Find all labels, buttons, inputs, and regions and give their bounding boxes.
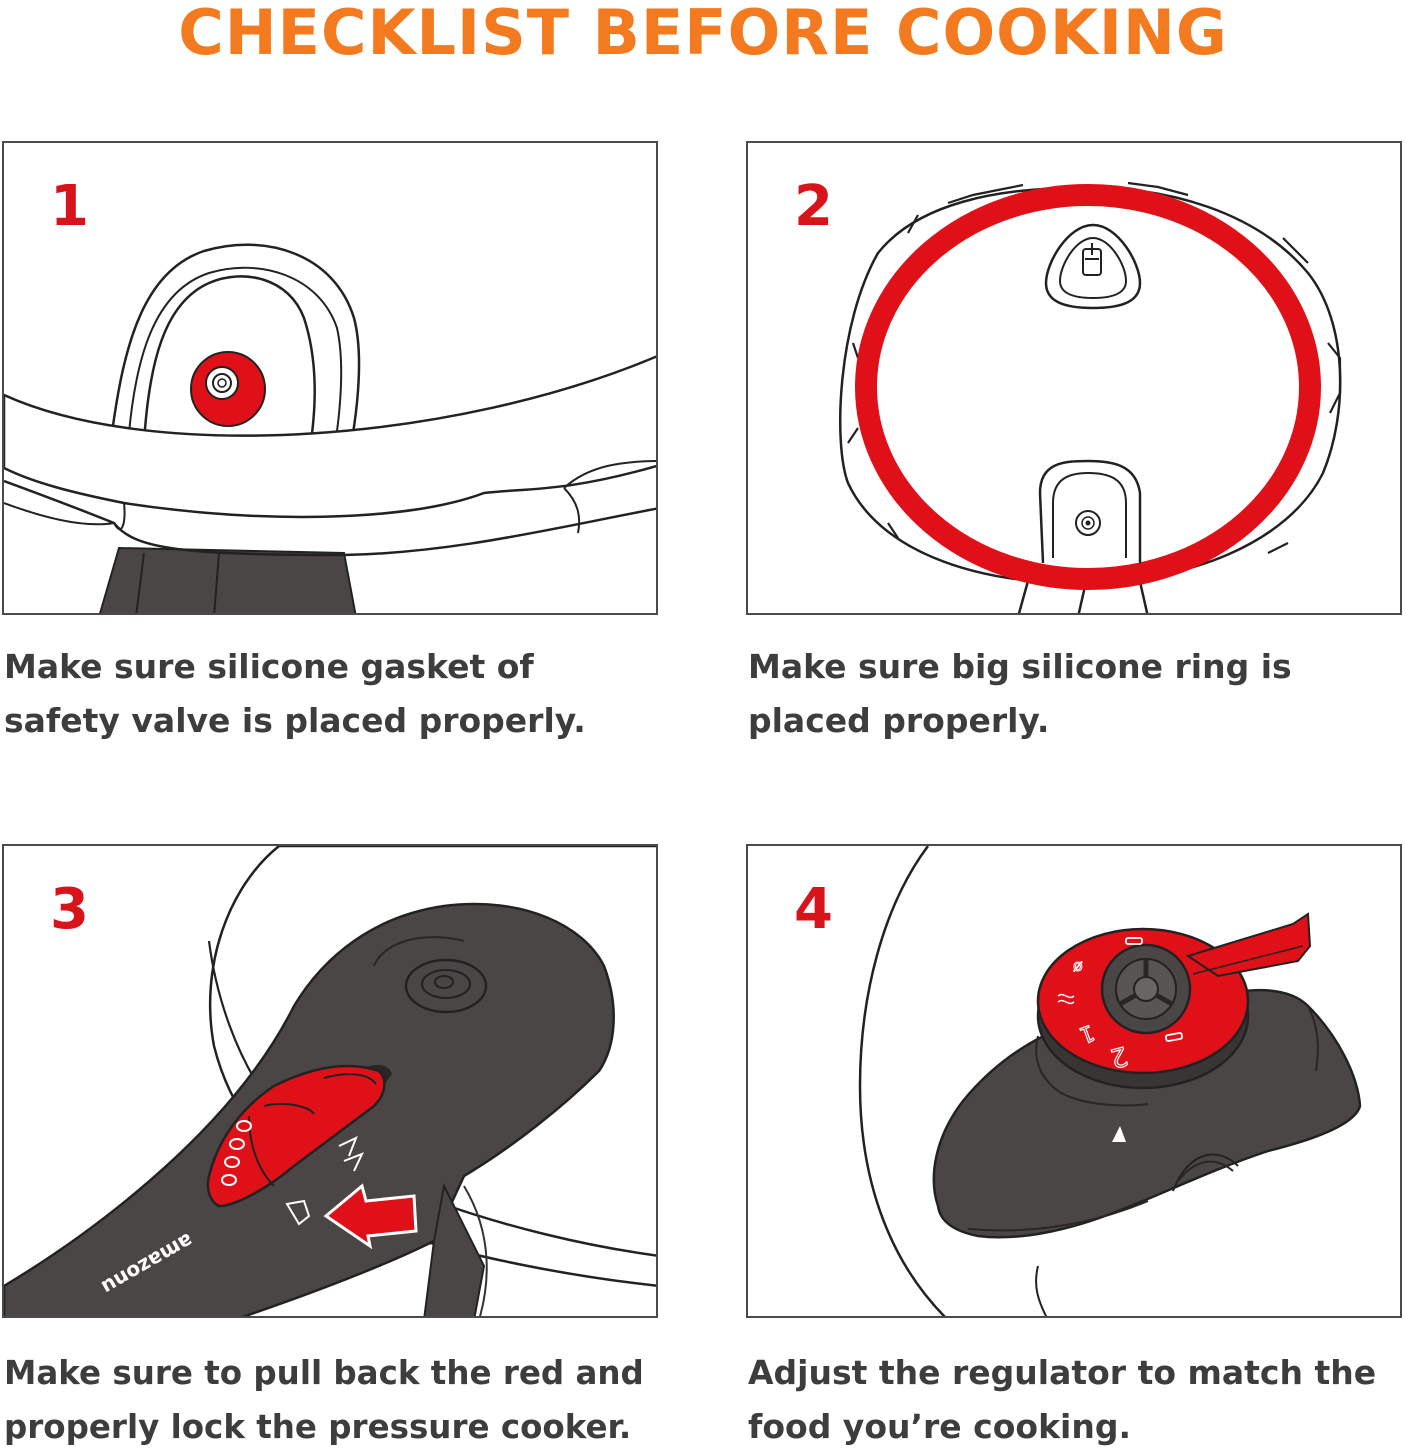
caption-line: properly lock the pressure cooker.: [4, 1408, 632, 1446]
step-number: 4: [794, 877, 833, 942]
caption-line: placed properly.: [748, 701, 1050, 740]
red-lock-button: [206, 1064, 386, 1208]
caption-line: Make sure big silicone ring is: [748, 647, 1292, 686]
silicone-ring-illustration: [839, 181, 1342, 613]
caption-line: Make sure to pull back the red and: [4, 1354, 644, 1392]
step-3-caption: Make sure to pull back the red and prope…: [4, 1346, 704, 1454]
step-3-panel: amazonu 3: [2, 844, 658, 1318]
step-2-panel: 2: [746, 141, 1402, 615]
step-number: 3: [50, 877, 89, 942]
step-number: 2: [794, 174, 833, 239]
svg-text:ø: ø: [1073, 956, 1083, 975]
step-number: 1: [50, 174, 89, 239]
step-4-caption: Adjust the regulator to match the food y…: [748, 1346, 1403, 1454]
step-1-caption: Make sure silicone gasket of safety valv…: [4, 640, 704, 748]
caption-line: food you’re cooking.: [748, 1407, 1131, 1446]
step-2-caption: Make sure big silicone ring is placed pr…: [748, 640, 1406, 748]
page-title: CHECKLIST BEFORE COOKING: [178, 0, 1228, 69]
regulator-illustration: ø 1 2: [858, 846, 1362, 1316]
step-4-panel: ø 1 2 4: [746, 844, 1402, 1318]
caption-line: safety valve is placed properly.: [4, 701, 586, 740]
safety-valve-illustration: [4, 243, 656, 613]
lock-handle-illustration: amazonu: [4, 846, 656, 1316]
caption-line: Make sure silicone gasket of: [4, 647, 534, 686]
step-1-panel: 1: [2, 141, 658, 615]
regulator-pointer-icon: [1112, 1126, 1126, 1142]
big-silicone-ring: [855, 184, 1321, 590]
caption-line: Adjust the regulator to match the: [748, 1353, 1377, 1392]
pull-arrow-icon: [323, 1183, 418, 1250]
